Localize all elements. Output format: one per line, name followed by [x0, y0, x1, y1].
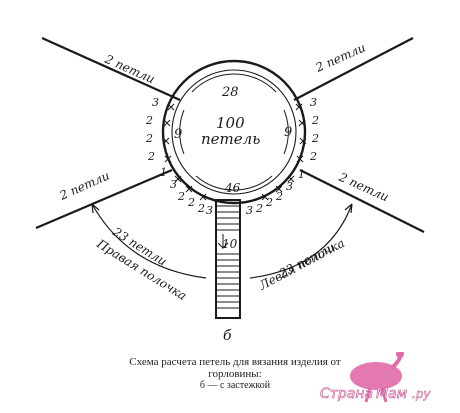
num-2-b3: 2 [197, 202, 205, 215]
num-2-ur1: 2 [311, 114, 319, 127]
num-3-ll: 3 [170, 178, 177, 191]
num-2-b6: 2 [275, 190, 283, 203]
label-28: 28 [221, 85, 239, 100]
watermark-suffix: .ру [412, 387, 431, 401]
num-2-b2: 2 [187, 196, 195, 209]
placket [215, 199, 241, 319]
label-2-petli-upper-right: 2 петли [313, 40, 368, 75]
ostrich-logo-icon: Страна Мам .ру [320, 348, 432, 403]
caption-line-3: б — с застежкой [199, 380, 271, 391]
num-2-b4: 2 [255, 202, 263, 215]
right-front-arc [91, 203, 207, 279]
label-2-petli-lower-right: 2 петли [336, 170, 391, 205]
watermark-brand: Страна [320, 386, 373, 402]
label-left-front: Левая полочка [256, 236, 347, 293]
num-2-ul1: 2 [145, 114, 153, 127]
neck-inner-circle [171, 69, 297, 195]
label-2-petli-lower-left: 2 петли [57, 168, 112, 203]
num-2-b1: 2 [177, 190, 185, 203]
neck-outer-circle [161, 59, 307, 205]
label-46: 46 [224, 181, 241, 195]
num-2-ul2: 2 [145, 132, 153, 145]
num-3-ul: 3 [152, 96, 159, 109]
num-3-ur: 3 [310, 96, 317, 109]
num-3-br: 3 [246, 204, 253, 217]
figure-letter: б [223, 328, 232, 344]
num-2-ul3: 2 [147, 150, 155, 163]
num-2-ur2: 2 [311, 132, 319, 145]
raglan-line-upper-left [41, 36, 181, 102]
num-3-bl: 3 [206, 204, 213, 217]
label-petel: петель [201, 130, 260, 148]
raglan-line-lower-left [35, 168, 173, 230]
caption-line-2: горловины: [208, 368, 262, 380]
stitch-marks [162, 103, 307, 201]
num-2-ur3: 2 [309, 150, 317, 163]
caption: Схема расчета петель для вязания изделия… [70, 356, 400, 392]
watermark-brand-2: Мам [376, 386, 408, 402]
num-3-lr: 3 [286, 180, 293, 193]
num-2-b5: 2 [265, 196, 273, 209]
label-9-left: 9 [174, 127, 182, 142]
caption-line-1: Схема расчета петель для вязания изделия… [129, 356, 341, 368]
label-100: 100 [216, 114, 245, 132]
left-front-arc [249, 203, 353, 279]
raglan-line-lower-right [299, 169, 425, 233]
raglan-line-upper-right [293, 37, 414, 101]
label-9-right: 9 [284, 125, 292, 140]
num-1-lr: 1 [298, 168, 305, 181]
num-1-ll: 1 [160, 166, 167, 179]
label-10: 10 [222, 237, 238, 251]
watermark: Страна Мам .ру [300, 348, 450, 408]
